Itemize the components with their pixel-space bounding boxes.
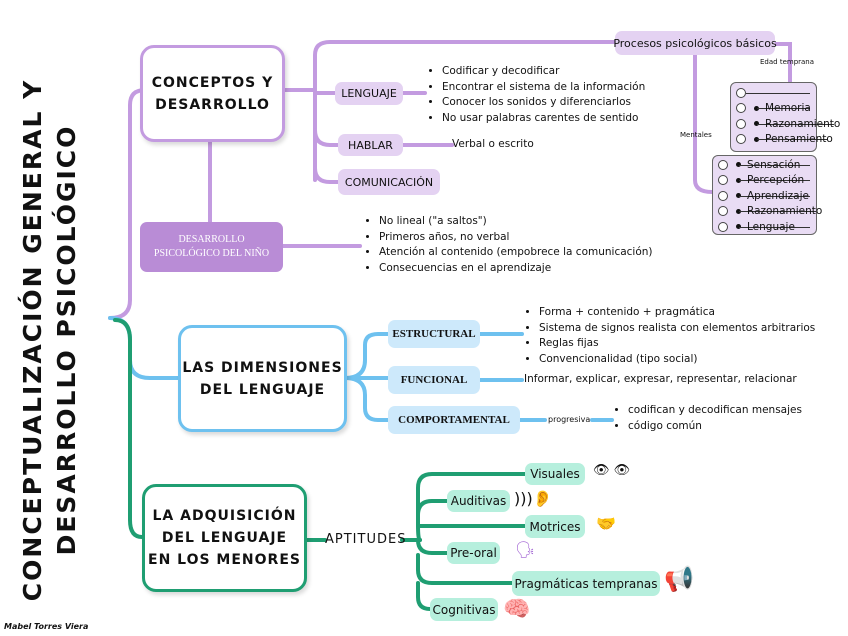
checklist-row[interactable]: Razonamiento — [731, 116, 840, 132]
desarrollo-label-1: DESARROLLO — [178, 234, 245, 245]
title-line-1: CONCEPTUALIZACIÓN GENERAL Y — [18, 78, 47, 602]
title-line-2: DESARROLLO PSICOLÓGICO — [52, 124, 81, 556]
progresiva-label: progresiva — [548, 415, 591, 424]
mentales-label: Mentales — [680, 131, 712, 139]
funcional-node[interactable]: FUNCIONAL — [388, 366, 480, 394]
comunicacion-node[interactable]: COMUNICACIÓN — [338, 169, 440, 195]
handshake-icon: 🤝 — [596, 514, 616, 533]
bullet-item: Conocer los sonidos y diferenciarlos — [442, 95, 645, 111]
speech-people-icon: 🗣 — [515, 540, 536, 559]
bullet-item: Primeros años, no verbal — [379, 230, 653, 246]
checklist-row[interactable]: Pensamiento — [731, 132, 833, 148]
desarrollo-label-2: PSICOLÓGICO DEL NIÑO — [153, 248, 270, 259]
dimensiones-label-2: DEL LENGUAJE — [199, 381, 326, 398]
bullet-item: Encontrar el sistema de la información — [442, 80, 645, 96]
checklist-row[interactable]: Percepción — [713, 173, 816, 189]
estructural-node[interactable]: ESTRUCTURAL — [388, 320, 480, 348]
procesos-node[interactable]: Procesos psicológicos básicos — [613, 31, 777, 55]
bullet-item: No lineal ("a saltos") — [379, 214, 653, 230]
adquisicion-label-2: DEL LENGUAJE — [161, 530, 288, 546]
lenguaje-bullets: Codificar y decodificar Encontrar el sis… — [428, 64, 645, 126]
hablar-text: Verbal o escrito — [452, 138, 534, 150]
checkbox-icon[interactable] — [718, 175, 728, 186]
estructural-bullets: Forma + contenido + pragmática Sistema d… — [525, 305, 815, 367]
bullet-item: Convencionalidad (tipo social) — [539, 352, 815, 368]
visuales-node[interactable]: Visuales — [525, 463, 585, 485]
conceptos-label-1: CONCEPTOS Y — [151, 74, 274, 91]
pragmaticas-node[interactable]: Pragmáticas tempranas — [512, 571, 660, 596]
edad-temprana-label: Edad temprana — [760, 58, 815, 66]
brain-head-icon: 🧠 — [503, 597, 531, 622]
checkbox-icon[interactable] — [736, 118, 746, 129]
checkbox-icon[interactable] — [736, 87, 746, 98]
checklist-row[interactable]: Aprendizaje — [713, 188, 816, 204]
bullet-item: Reglas fijas — [539, 336, 815, 352]
checkbox-icon[interactable] — [718, 159, 728, 170]
megaphone-icon: 📢 — [664, 565, 694, 593]
bullet-item: No usar palabras carentes de sentido — [442, 111, 645, 127]
adquisicion-label-1: LA ADQUISICIÓN — [152, 508, 297, 524]
bullet-item: código común — [628, 419, 802, 435]
checklist-row[interactable]: Memoria — [731, 101, 816, 117]
motrices-node[interactable]: Motrices — [525, 515, 585, 538]
desarrollo-bullets: No lineal ("a saltos") Primeros años, no… — [365, 214, 653, 276]
checkbox-icon[interactable] — [736, 103, 746, 114]
bullet-item: Forma + contenido + pragmática — [539, 305, 815, 321]
edad-temprana-checklist: Memoria Razonamiento Pensamiento — [730, 82, 840, 152]
checkbox-icon[interactable] — [736, 134, 746, 145]
checkbox-icon[interactable] — [718, 221, 728, 232]
map-title: CONCEPTUALIZACIÓN GENERAL Y DESARROLLO P… — [16, 79, 84, 601]
bullet-item: Sistema de signos realista con elementos… — [539, 321, 815, 337]
dimensiones-label-1: LAS DIMENSIONES — [182, 359, 343, 376]
bullet-item: Consecuencias en el aprendizaje — [379, 261, 653, 277]
checkbox-icon[interactable] — [718, 206, 728, 217]
aptitudes-label: APTITUDES — [325, 532, 407, 547]
hablar-node[interactable]: HABLAR — [338, 134, 403, 156]
pre-oral-node[interactable]: Pre-oral — [447, 542, 500, 564]
conceptos-node[interactable]: CONCEPTOS Y DESARROLLO — [140, 45, 285, 142]
conceptos-label-2: DESARROLLO — [155, 96, 270, 113]
comportamental-bullets: codifican y decodifican mensajes código … — [614, 403, 802, 434]
checkbox-icon[interactable] — [718, 190, 728, 201]
dimensiones-node[interactable]: LAS DIMENSIONES DEL LENGUAJE — [178, 325, 347, 432]
adquisicion-label-3: EN LOS MENORES — [148, 552, 301, 568]
comportamental-node[interactable]: COMPORTAMENTAL — [388, 406, 520, 434]
mentales-checklist: Sensación Percepción Aprendizaje Razonam… — [712, 155, 822, 235]
ear-icon: )))👂 — [514, 489, 553, 508]
desarrollo-node[interactable]: DESARROLLO PSICOLÓGICO DEL NIÑO — [140, 222, 283, 272]
checklist-row[interactable]: Sensación — [713, 157, 816, 173]
eyes-icon: 👁 👁 — [593, 463, 631, 478]
checklist-row[interactable]: Lenguaje — [713, 219, 816, 235]
bullet-item: Codificar y decodificar — [442, 64, 645, 80]
checklist-row[interactable]: Razonamiento — [713, 204, 822, 220]
auditivas-node[interactable]: Auditivas — [447, 490, 510, 512]
cognitivas-node[interactable]: Cognitivas — [430, 598, 498, 621]
adquisicion-node[interactable]: LA ADQUISICIÓN DEL LENGUAJE EN LOS MENORES — [142, 484, 307, 592]
lenguaje-node[interactable]: LENGUAJE — [335, 82, 403, 105]
checklist-row[interactable] — [731, 85, 816, 101]
bullet-item: codifican y decodifican mensajes — [628, 403, 802, 419]
funcional-text: Informar, explicar, expresar, representa… — [524, 373, 797, 385]
bullet-item: Atención al contenido (empobrece la comu… — [379, 245, 653, 261]
author-signature: Mabel Torres Viera — [4, 622, 89, 631]
